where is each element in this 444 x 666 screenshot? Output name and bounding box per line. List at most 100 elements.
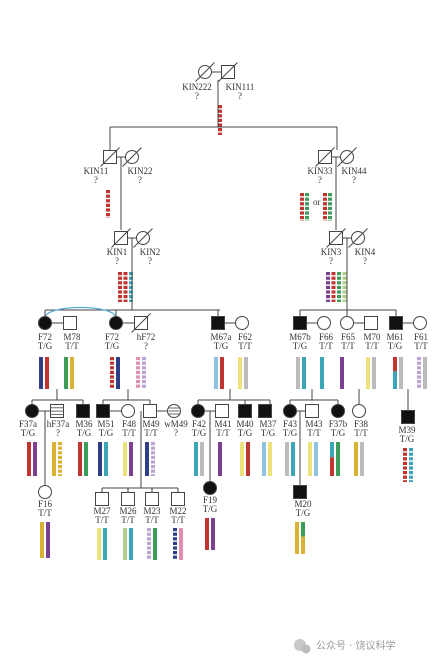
haplotype-block: [123, 299, 128, 302]
haplotype-block: [323, 197, 327, 201]
haplotype-block: [142, 380, 146, 384]
name-label: M20: [294, 499, 312, 509]
male-symbol: [121, 492, 135, 506]
haplotype-block: [323, 193, 327, 197]
name-label: F37b: [329, 419, 348, 429]
female-symbol: [109, 316, 123, 330]
haplotype-block: [142, 375, 146, 379]
deceased-slash: [326, 228, 346, 248]
deceased-slash: [133, 228, 153, 248]
haplotype-block: [136, 366, 140, 370]
name-label: KIN111: [226, 82, 255, 92]
haplotype-block: [328, 193, 332, 197]
haplotype-bar: [129, 442, 133, 476]
haplotype-block: [110, 366, 114, 370]
haplotype-bar: [179, 528, 183, 560]
haplotype-block: [110, 357, 114, 361]
haplotype-block: [129, 299, 133, 302]
haplotype-block: [331, 299, 336, 302]
haplotype-block: [142, 370, 146, 374]
haplotype-block: [58, 442, 62, 446]
haplotype-block: [136, 375, 140, 379]
name-label: F19: [203, 495, 218, 505]
name-label: M26: [119, 506, 137, 516]
haplotype-block: [106, 194, 110, 198]
haplotype-bar: [268, 442, 272, 476]
haplotype-block: [417, 357, 421, 361]
male-symbol: [238, 404, 252, 418]
person-f43: [283, 404, 297, 418]
name-label: F16: [38, 499, 53, 509]
name-label: KIN1: [107, 247, 128, 257]
male-symbol: [96, 404, 110, 418]
haplotype-bar: [129, 528, 133, 560]
haplotype-block: [218, 123, 222, 127]
name-label: hF72: [137, 332, 156, 342]
haplotype-block: [417, 380, 421, 384]
female-symbol: [352, 404, 366, 418]
genotype-label: ?: [94, 175, 98, 185]
haplotype-block: [300, 197, 304, 201]
haplotype-bar: [218, 442, 222, 476]
haplotype-block: [58, 451, 62, 455]
haplotype-block: [58, 446, 62, 450]
genotype-label: T/T: [144, 428, 158, 438]
haplotype-block: [305, 197, 309, 201]
person-m39: [401, 410, 415, 424]
deceased-slash: [337, 147, 357, 167]
haplotype-bar: [354, 442, 358, 476]
haplotype-block: [151, 469, 155, 473]
haplotype-block: [58, 455, 62, 459]
person-f37a: [25, 404, 39, 418]
haplotype-block: [403, 457, 407, 461]
name-label: KIN4: [355, 247, 376, 257]
haplotype-block: [342, 295, 347, 299]
female-symbol: [283, 404, 297, 418]
haplotype-block: [409, 480, 413, 482]
haplotype-bar: [103, 528, 107, 560]
haplotype-bar: [296, 357, 300, 389]
haplotype-bar: [97, 528, 101, 560]
haplotype-bar: [153, 528, 157, 560]
haplotype-bar: [98, 442, 102, 476]
haplotype-block: [300, 211, 304, 215]
haplotype-block: [142, 361, 146, 365]
name-label: M36: [75, 419, 93, 429]
haplotype-block: [129, 290, 133, 294]
haplotype-block: [147, 528, 151, 532]
haplotype-block: [110, 380, 114, 384]
name-label: M70: [363, 332, 381, 342]
haplotype-bar: [45, 357, 49, 389]
haplotype-block: [218, 114, 222, 118]
haplotype-bar: [295, 522, 299, 554]
female-symbol: [235, 316, 249, 330]
haplotype-block: [151, 474, 155, 476]
female-symbol: [25, 404, 39, 418]
haplotype-block: [331, 276, 336, 280]
haplotype-block: [417, 366, 421, 370]
haplotype-block: [409, 471, 413, 475]
haplotype-block: [123, 295, 128, 299]
name-label: KIN11: [84, 166, 109, 176]
genotype-label: T/G: [238, 428, 253, 438]
genotype-label: ?: [318, 175, 322, 185]
haplotype-bar: [360, 442, 364, 476]
haplotype-block: [147, 541, 151, 545]
name-label: M43: [305, 419, 323, 429]
haplotype-block: [326, 281, 330, 285]
person-m20: [293, 485, 307, 499]
haplotype-block: [151, 460, 155, 464]
haplotype-bar: [262, 442, 266, 476]
haplotype-block: [342, 272, 347, 276]
haplotype-bar: [64, 357, 68, 389]
haplotype-block: [337, 299, 341, 302]
haplotype-block: [300, 216, 304, 220]
genotype-label: T/T: [216, 428, 230, 438]
name-label: F66: [319, 332, 334, 342]
genotype-label: T/T: [122, 428, 136, 438]
haplotype-bar: [240, 442, 244, 476]
male-symbol: [389, 316, 403, 330]
haplotype-block: [305, 211, 309, 215]
haplotype-block: [118, 272, 122, 276]
person-wm49: [167, 404, 181, 418]
